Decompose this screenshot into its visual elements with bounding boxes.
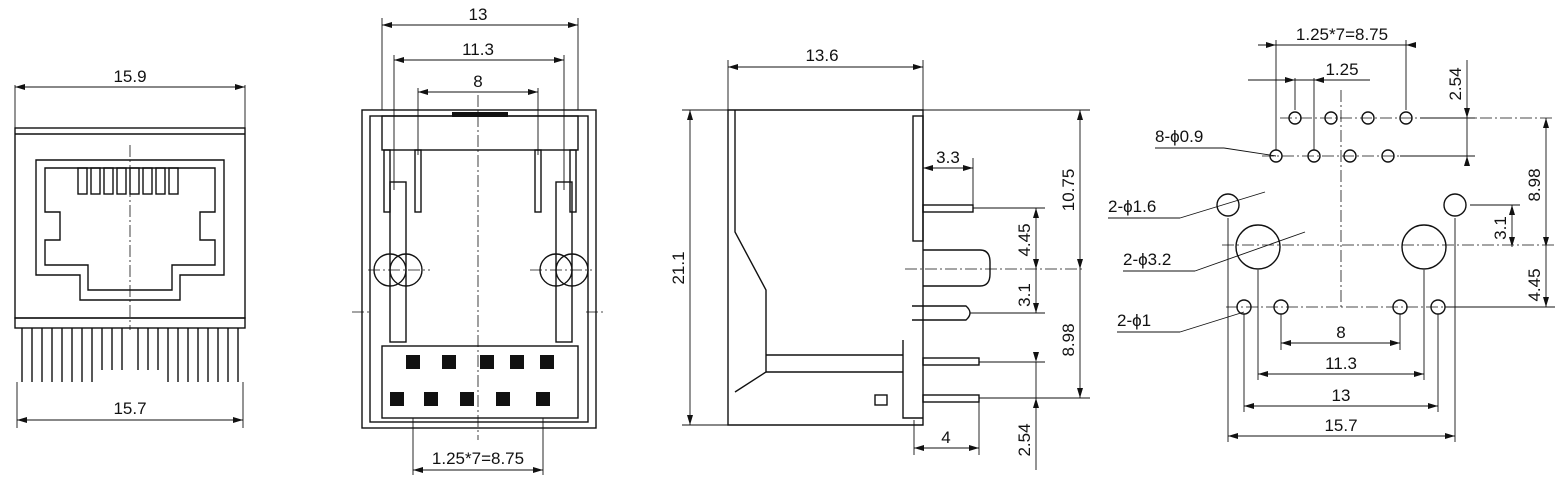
side-dim-b-label: 4.45 [1015,223,1034,256]
rear-view: 13 11.3 8 [352,5,606,475]
rear-pitch-label: 1.25*7=8.75 [432,449,524,468]
fp-signal-holes-label: 8-ϕ0.9 [1155,127,1203,146]
fp-vert-a-label: 8.98 [1525,168,1544,201]
fp-vert-c-label: 4.45 [1525,268,1544,301]
side-lead-len-label: 4 [941,428,950,447]
fp-vert-b-label: 3.1 [1491,216,1510,240]
fp-span-d-label: 15.7 [1324,416,1357,435]
rear-outer-width-label: 13 [469,5,488,24]
side-dim-d-label: 8.98 [1059,323,1078,356]
fp-shield-holes-label: 2-ϕ1 [1117,311,1151,330]
rear-span-b-label: 8 [473,72,482,91]
side-dim-c-label: 3.1 [1015,283,1034,307]
fp-post-holes-label: 2-ϕ3.2 [1123,250,1171,269]
fp-signal-holes [1262,111,1555,163]
fp-row-offset-label: 2.54 [1446,67,1465,100]
side-view: 13.6 21.1 3.3 4 [669,46,1090,470]
footprint-view: 1.25*7=8.75 1.25 2.54 8-ϕ0.9 [1108,25,1555,442]
side-offset-label: 3.3 [936,148,960,167]
side-dim-a-label: 10.75 [1059,169,1078,212]
side-height-label: 21.1 [669,251,688,284]
fp-pitch-label: 1.25*7=8.75 [1296,25,1388,44]
front-view: 15.9 [14,67,246,428]
fp-span-a-label: 8 [1336,323,1345,342]
fp-pitch-single-label: 1.25 [1325,60,1358,79]
front-bottom-width-label: 15.7 [113,399,146,418]
fp-span-c-label: 13 [1332,386,1351,405]
rear-pins [390,355,554,406]
front-contacts [77,167,179,195]
fp-span-b-label: 11.3 [1325,354,1357,373]
front-top-width-label: 15.9 [113,67,146,86]
side-lead-pitch-label: 2.54 [1015,423,1034,456]
fp-led-holes-label: 2-ϕ1.6 [1108,197,1156,216]
front-legs [21,328,239,382]
side-depth-label: 13.6 [805,46,838,65]
rear-span-a-label: 11.3 [462,40,494,59]
